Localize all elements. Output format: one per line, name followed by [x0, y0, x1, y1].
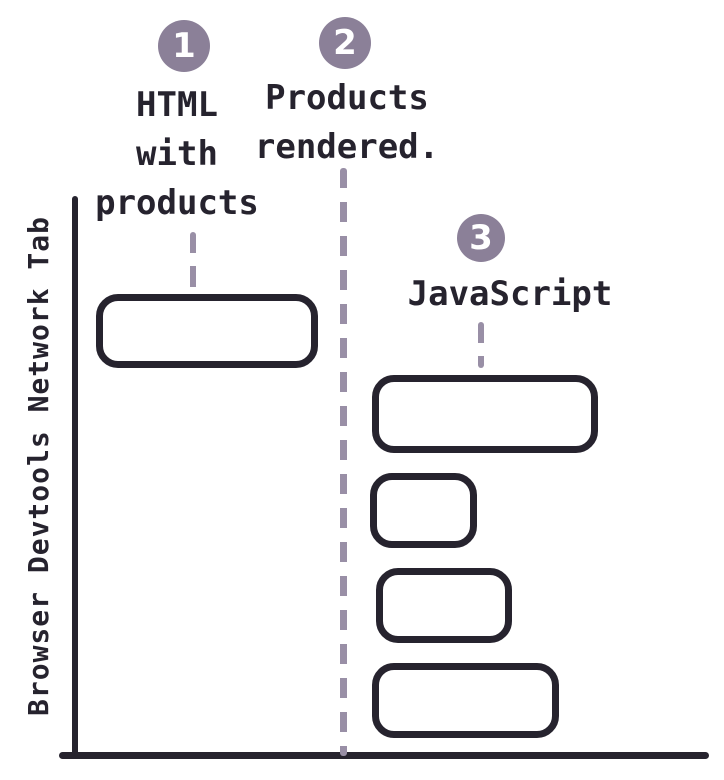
- step-2-label-line: rendered.: [254, 127, 440, 167]
- network-request-box-js-1: [372, 375, 598, 453]
- step-2-badge: 2: [319, 17, 371, 69]
- network-request-box-js-3: [376, 568, 512, 643]
- step-3-badge: 3: [457, 214, 505, 262]
- step-1-number: 1: [172, 26, 196, 66]
- step-1-label: HTML with products: [67, 81, 287, 228]
- step-1-label-line: HTML: [136, 85, 218, 125]
- network-request-box-js-2: [370, 473, 477, 548]
- y-axis-label: Browser Devtools Network Tab: [22, 215, 55, 716]
- step-3-label: JavaScript: [380, 270, 640, 319]
- render-moment-dashed-divider: [340, 168, 347, 756]
- y-axis-line: [72, 196, 78, 758]
- step-3-connector-dashed-line: [478, 322, 484, 368]
- step-3-label-line: JavaScript: [407, 274, 613, 314]
- step-2-number: 2: [333, 23, 357, 63]
- step-2-label: Products rendered.: [217, 74, 477, 172]
- step-2-label-line: Products: [265, 78, 429, 118]
- step-1-connector-dashed-line: [190, 232, 196, 290]
- step-3-number: 3: [469, 218, 493, 258]
- step-1-badge: 1: [158, 20, 210, 72]
- network-request-box-js-4: [372, 663, 559, 738]
- network-request-box-html: [96, 294, 318, 368]
- x-axis-line: [59, 752, 709, 759]
- step-1-label-line: products: [95, 183, 259, 223]
- step-1-label-line: with: [136, 134, 218, 174]
